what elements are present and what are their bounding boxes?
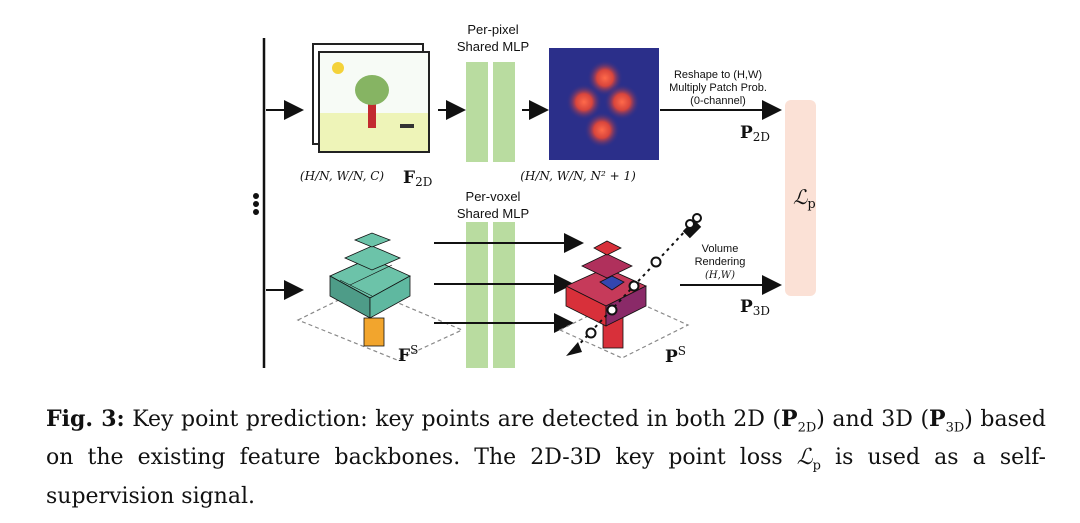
dim-2d-input: (H/N, W/N, C) <box>300 169 384 183</box>
p2d-label: P2D <box>740 123 770 144</box>
dim-2d-output: (H/N, W/N, N² + 1) <box>520 169 636 183</box>
voxel-mlp-label-1: Per-voxel <box>466 189 521 204</box>
ray-sample <box>650 256 662 268</box>
ray-sample <box>585 327 597 339</box>
pixel-mlp-label-2: Shared MLP <box>457 39 529 54</box>
p3d-label: P3D <box>740 297 770 318</box>
caption-text-b: ) and 3D ( <box>816 407 930 432</box>
hw-label: (H,W) <box>705 270 735 281</box>
ground-plane-3d <box>296 287 464 361</box>
pixel-mlp-label-1: Per-pixel <box>467 22 518 37</box>
ellipsis-dot <box>253 209 259 215</box>
fs-label: FS <box>398 343 418 366</box>
feature-map-2d <box>312 43 430 153</box>
caption-text-d: is used as a self-supervision signal. <box>46 445 1046 509</box>
ray-arrowhead <box>566 342 582 356</box>
volume-label: Volume <box>702 243 739 255</box>
figure-caption: Fig. 3: Key point prediction: key points… <box>46 406 1046 509</box>
voxel-mlp-label-2: Shared MLP <box>457 206 529 221</box>
channel-label: (0-channel) <box>690 95 746 107</box>
camera-icon <box>682 213 702 239</box>
multiply-label: Multiply Patch Prob. <box>669 82 767 94</box>
loss-box <box>785 100 816 296</box>
ellipsis-dot <box>253 193 259 199</box>
voxel-mlp-block <box>466 222 515 368</box>
rendering-label: Rendering <box>695 256 746 268</box>
keypoint-heatmap-2d <box>549 48 659 160</box>
caption-text-a: Key point prediction: key points are det… <box>132 407 782 432</box>
ellipsis-dot <box>253 201 259 207</box>
ray-sample <box>628 280 640 292</box>
f2d-label: F2D <box>403 168 432 189</box>
reshape-label: Reshape to (H,W) <box>674 69 762 81</box>
pixel-mlp-block <box>466 62 515 162</box>
caption-text-c: ) based on the existing feature backbone… <box>46 407 1046 471</box>
ray-sample <box>606 304 618 316</box>
ps-label: PS <box>665 344 686 367</box>
voxel-tree-features <box>329 232 411 347</box>
caption-label: Fig. 3: <box>46 406 125 432</box>
voxel-keypoint-volume <box>565 240 647 349</box>
